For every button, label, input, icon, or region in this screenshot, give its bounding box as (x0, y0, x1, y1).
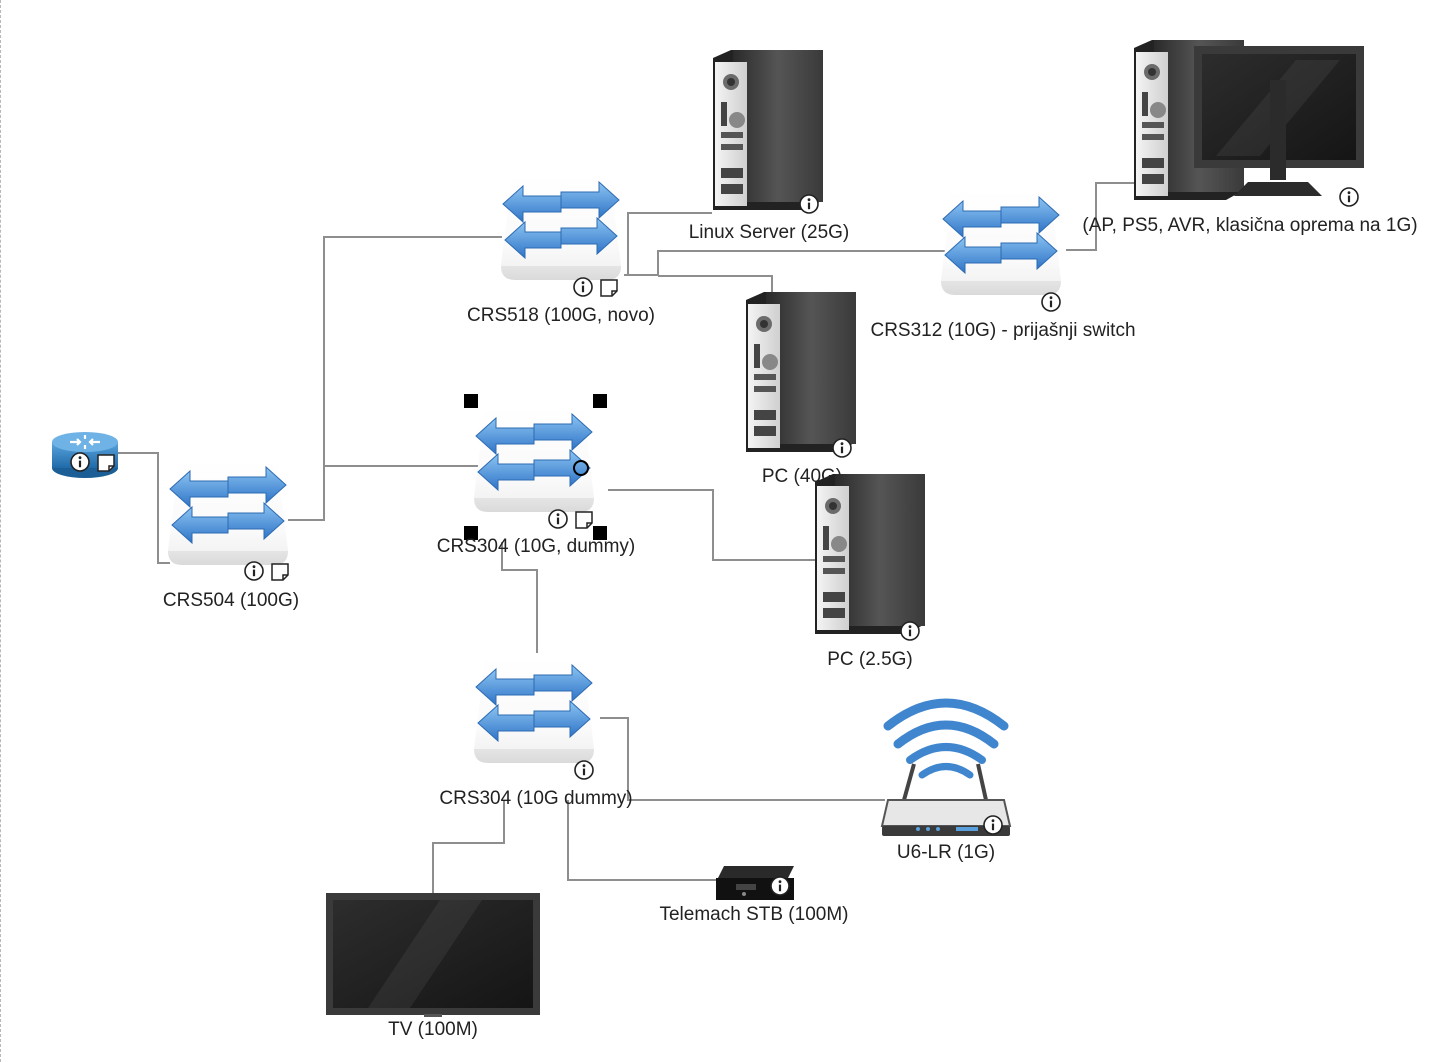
router-node[interactable] (52, 432, 118, 478)
pc-tower-icon (815, 474, 925, 634)
workstation-node[interactable] (1134, 40, 1364, 207)
edge-crs304b-tv[interactable] (432, 800, 505, 893)
edge-crs304a-crs304b[interactable] (501, 542, 538, 655)
info-icon[interactable] (573, 277, 593, 297)
selection-handles[interactable] (464, 394, 607, 540)
access-point-u6lr[interactable] (880, 698, 1012, 836)
note-icon[interactable] (271, 563, 289, 581)
label-crs304b: CRS304 (10G dummy) (439, 788, 632, 809)
label-tv: TV (100M) (388, 1019, 478, 1040)
info-icon[interactable] (770, 876, 790, 896)
info-icon[interactable] (574, 760, 594, 780)
info-icon[interactable] (832, 438, 852, 458)
info-icon[interactable] (1041, 292, 1061, 312)
switch-crs518[interactable] (500, 169, 622, 297)
label-set-top-box: Telemach STB (100M) (659, 904, 848, 925)
resize-handle-sw[interactable] (464, 526, 478, 540)
wifi-signal-icon (883, 698, 1009, 779)
set-top-box-node[interactable] (716, 866, 794, 900)
switch-crs304b[interactable] (473, 652, 595, 780)
label-crs504: CRS504 (100G) (163, 590, 299, 611)
switch-crs312[interactable] (940, 184, 1062, 312)
info-icon[interactable] (1339, 187, 1359, 207)
note-icon[interactable] (97, 454, 115, 472)
label-crs518: CRS518 (100G, novo) (467, 305, 655, 326)
info-icon[interactable] (799, 194, 819, 214)
router-icon (70, 435, 100, 449)
switch-crs504[interactable] (167, 454, 289, 581)
label-workstation: (AP, PS5, AVR, klasična oprema na 1G) (1082, 215, 1417, 236)
monitor-icon (1194, 46, 1364, 196)
label-crs304a: CRS304 (10G, dummy) (437, 536, 636, 557)
canvas-left-boundary (0, 0, 1, 1062)
label-pc-2-5g: PC (2.5G) (827, 649, 913, 670)
info-icon[interactable] (983, 815, 1003, 835)
switch-icon (473, 652, 595, 764)
edge-crs304b-stb[interactable] (567, 800, 720, 881)
switch-icon (940, 184, 1062, 296)
pc-tower-icon (746, 292, 856, 452)
note-icon[interactable] (575, 511, 593, 529)
server-linux[interactable] (713, 50, 823, 214)
info-icon[interactable] (244, 561, 264, 581)
resize-handle-ne[interactable] (593, 394, 607, 408)
edge-crs518-pc40[interactable] (658, 275, 773, 295)
pc-2-5g[interactable] (815, 474, 925, 641)
info-icon[interactable] (900, 621, 920, 641)
note-icon[interactable] (600, 279, 618, 297)
resize-handle-se[interactable] (593, 526, 607, 540)
switch-icon (167, 454, 289, 566)
tv-node[interactable] (326, 893, 540, 1017)
edge-crs504-crs518[interactable] (288, 236, 502, 521)
connections (118, 182, 1138, 893)
server-icon (713, 50, 823, 210)
label-linux-server: Linux Server (25G) (689, 222, 850, 243)
edge-crs304a-pc25[interactable] (608, 489, 818, 561)
edge-crs518-crs312[interactable] (624, 250, 945, 276)
pc-40g[interactable] (746, 292, 856, 458)
info-icon[interactable] (548, 509, 568, 529)
info-icon[interactable] (70, 452, 90, 472)
router-body-icon (880, 763, 1012, 836)
label-access-point: U6-LR (1G) (897, 842, 995, 863)
tv-icon (326, 893, 540, 1017)
edge-router-crs504[interactable] (118, 452, 170, 564)
label-crs312: CRS312 (10G) - prijašnji switch (870, 320, 1135, 341)
edge-crs304b-ap[interactable] (600, 717, 885, 801)
switch-icon (500, 169, 622, 281)
edge-crs312-desk[interactable] (1066, 182, 1138, 251)
resize-handle-nw[interactable] (464, 394, 478, 408)
rotate-handle[interactable] (573, 460, 589, 476)
switch-icon (473, 401, 595, 513)
switch-crs304-selected[interactable] (473, 401, 595, 529)
